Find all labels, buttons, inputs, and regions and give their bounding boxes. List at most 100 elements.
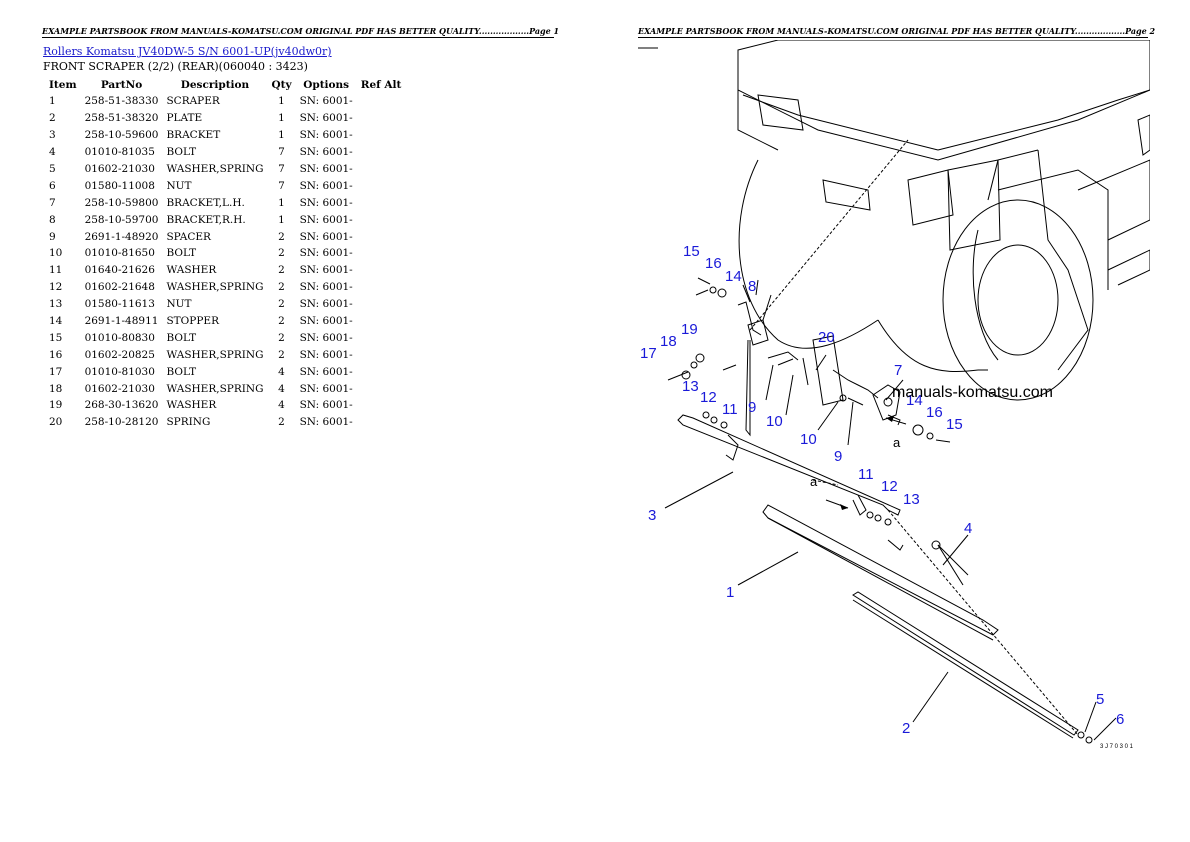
cell-item: 9	[49, 230, 56, 243]
cell-description: BOLT	[166, 247, 197, 260]
callout-16-left: 16	[705, 255, 722, 272]
watermark-text: manuals-komatsu.com	[892, 384, 1053, 401]
cell-ref-alt	[357, 329, 406, 346]
cell-options: SN: 6001-	[299, 213, 353, 226]
cell-qty: 1	[278, 112, 285, 125]
callout-5: 5	[1096, 691, 1104, 708]
cell-ref-alt	[357, 127, 406, 144]
cell-partno: 01010-81030	[84, 365, 155, 378]
cell-ref-alt	[357, 245, 406, 262]
cell-options: SN: 6001-	[299, 416, 353, 429]
cell-ref-alt	[357, 262, 406, 279]
cell-ref-alt	[357, 110, 406, 127]
column-header-item: Item	[49, 78, 77, 91]
cell-partno: 258-51-38330	[84, 95, 159, 108]
cell-options: SN: 6001-	[299, 264, 353, 277]
cell-qty: 2	[278, 264, 285, 277]
cell-options: SN: 6001-	[299, 146, 353, 159]
callout-18: 18	[660, 333, 677, 350]
cell-description: SCRAPER	[166, 95, 220, 108]
cell-options: SN: 6001-	[299, 95, 353, 108]
model-title-link[interactable]: Rollers Komatsu JV40DW-5 S/N 6001-UP(jv4…	[43, 45, 332, 58]
cell-partno: 258-10-59600	[84, 129, 159, 142]
cell-qty: 1	[278, 196, 285, 209]
cell-options: SN: 6001-	[299, 382, 353, 395]
cell-qty: 2	[278, 348, 285, 361]
cell-ref-alt	[357, 363, 406, 380]
cell-qty: 4	[278, 365, 285, 378]
cell-options: SN: 6001-	[299, 112, 353, 125]
cell-options: SN: 6001-	[299, 298, 353, 311]
cell-description: BOLT	[166, 365, 197, 378]
callout-10-right: 10	[800, 431, 817, 448]
callout-4: 4	[964, 520, 972, 537]
cell-description: NUT	[166, 179, 192, 192]
cell-ref-alt	[357, 346, 406, 363]
cell-item: 19	[49, 399, 63, 412]
cell-partno: 258-10-59700	[84, 213, 159, 226]
cell-partno: 2691-1-48920	[84, 230, 159, 243]
cell-description: BRACKET,L.H.	[166, 196, 245, 209]
cell-ref-alt	[357, 414, 406, 431]
cell-ref-alt	[357, 296, 406, 313]
cell-description: STOPPER	[166, 315, 219, 328]
callout-10-left: 10	[766, 413, 783, 430]
cell-qty: 2	[278, 281, 285, 294]
cell-qty: 7	[278, 163, 285, 175]
arrow-label-a-right: a	[893, 435, 901, 450]
cell-options: SN: 6001-	[299, 129, 353, 142]
cell-options: SN: 6001-	[299, 348, 353, 361]
cell-partno: 01640-21626	[84, 264, 155, 277]
cell-options: SN: 6001-	[299, 179, 353, 192]
cell-ref-alt	[357, 380, 406, 397]
cell-item: 12	[49, 281, 63, 294]
arrow-a-left: a	[810, 474, 849, 510]
cell-options: SN: 6001-	[299, 331, 353, 344]
cell-description: BOLT	[166, 146, 197, 159]
leader-lines	[749, 139, 1079, 736]
callout-17: 17	[640, 345, 657, 362]
cell-description: WASHER,SPRING	[166, 382, 264, 395]
callout-7: 7	[894, 362, 902, 379]
callout-leaders	[664, 279, 1117, 741]
callout-8: 8	[748, 278, 756, 295]
cell-options: SN: 6001-	[299, 196, 353, 209]
page-header-left: EXAMPLE PARTSBOOK FROM MANUALS-KOMATSU.C…	[42, 26, 560, 38]
cell-item: 7	[49, 196, 56, 209]
callout-19: 19	[681, 321, 698, 338]
column-header-description: Description	[180, 78, 250, 91]
cell-description: PLATE	[166, 112, 203, 125]
callout-9-right: 9	[834, 448, 842, 465]
callout-11-left: 11	[722, 401, 738, 418]
cell-description: WASHER,SPRING	[166, 163, 264, 175]
callout-numbers: 1 2 3 4 5 6 7 8 9 9 10 10 11 11 12 12 13…	[640, 243, 1124, 737]
figure-code: 3 J 7 0 3 0 1	[1100, 744, 1134, 750]
cell-ref-alt	[357, 228, 406, 245]
cell-qty: 7	[278, 179, 285, 192]
cell-options: SN: 6001-	[299, 247, 353, 260]
cell-description: WASHER,SPRING	[166, 281, 264, 294]
callout-14-right: 14	[906, 392, 923, 409]
plate-drawing	[852, 591, 1093, 744]
cell-partno: 258-10-59800	[84, 196, 159, 209]
cell-qty: 2	[278, 331, 285, 344]
cell-partno: 258-10-28120	[84, 416, 159, 429]
cell-partno: 01602-21030	[84, 382, 155, 395]
cell-qty: 2	[278, 416, 285, 429]
cell-description: BOLT	[166, 331, 197, 344]
cell-ref-alt	[357, 177, 406, 194]
callout-13-left: 13	[682, 378, 699, 395]
cell-ref-alt	[357, 93, 406, 110]
cell-partno: 2691-1-48911	[84, 315, 159, 328]
scraper-blade-drawing	[762, 504, 999, 641]
cell-qty: 7	[278, 146, 285, 159]
callout-1: 1	[726, 584, 734, 601]
